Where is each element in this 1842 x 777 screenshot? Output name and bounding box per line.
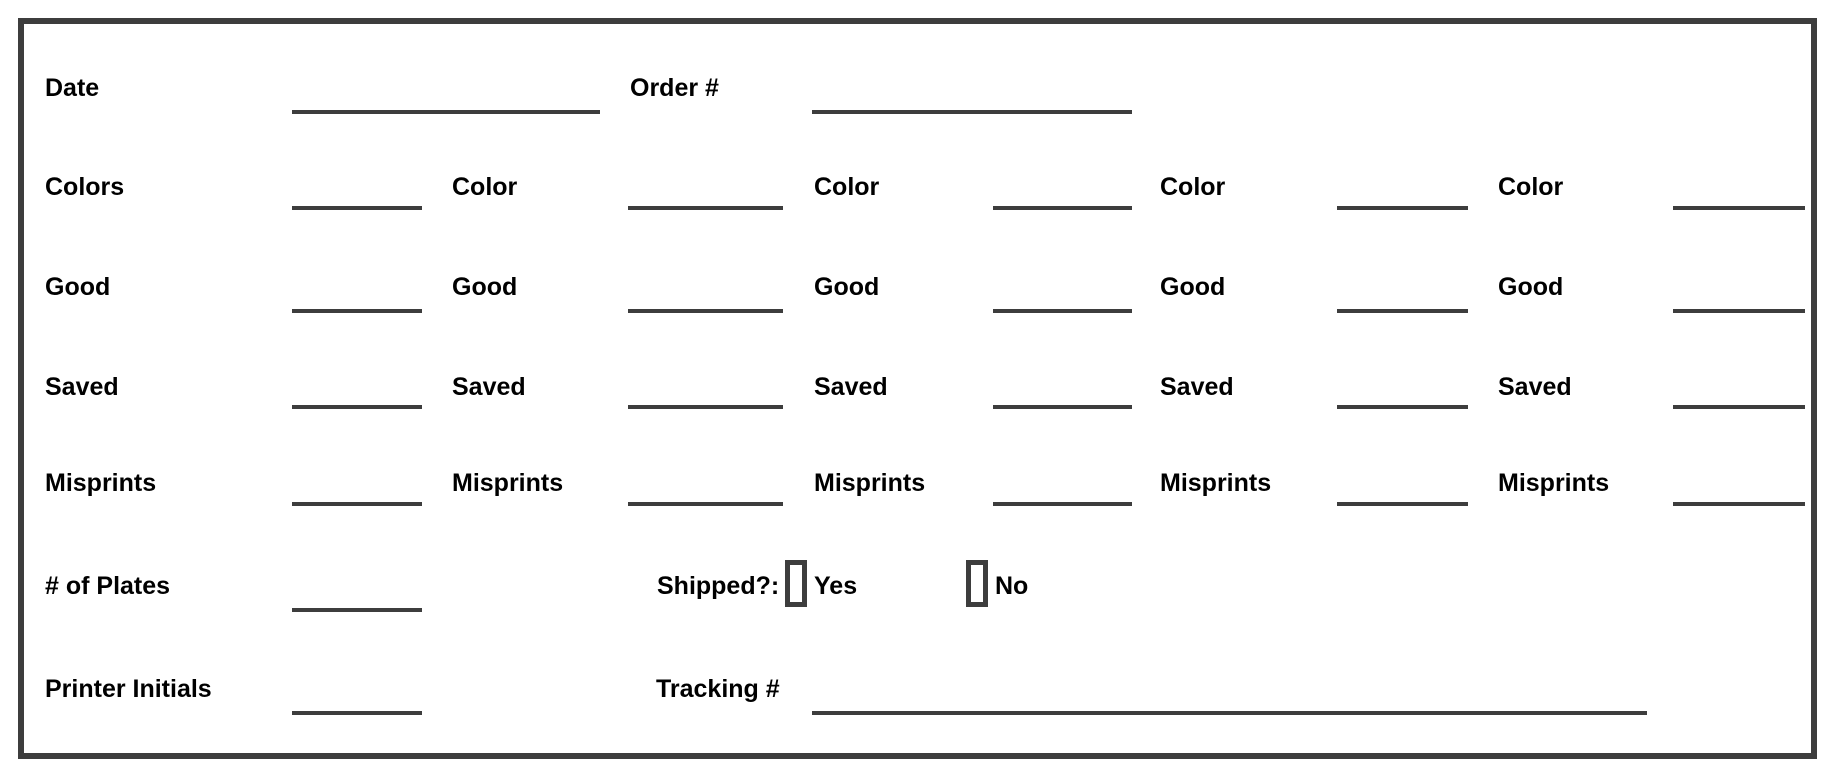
plates-field[interactable] <box>292 608 422 612</box>
misprints-label-3: Misprints <box>814 469 926 497</box>
good-label-5: Good <box>1498 273 1564 301</box>
saved-field-5[interactable] <box>1673 405 1805 409</box>
saved-label-3: Saved <box>814 373 888 401</box>
saved-field-3[interactable] <box>993 405 1132 409</box>
saved-label-1: Saved <box>45 373 119 401</box>
printer-initials-field[interactable] <box>292 711 422 715</box>
date-field[interactable] <box>292 110 600 114</box>
saved-field-1[interactable] <box>292 405 422 409</box>
good-label-1: Good <box>45 273 111 301</box>
misprints-field-4[interactable] <box>1337 502 1468 506</box>
saved-label-5: Saved <box>1498 373 1572 401</box>
print-order-form <box>18 18 1817 759</box>
color-field-4[interactable] <box>1337 206 1468 210</box>
saved-field-2[interactable] <box>628 405 783 409</box>
date-label: Date <box>45 74 100 102</box>
color-label-5: Color <box>1498 173 1564 201</box>
misprints-field-2[interactable] <box>628 502 783 506</box>
color-label-2: Color <box>452 173 518 201</box>
shipped-no-label: No <box>995 572 1029 600</box>
tracking-label: Tracking # <box>656 675 780 703</box>
color-label-4: Color <box>1160 173 1226 201</box>
color-label-3: Color <box>814 173 880 201</box>
shipped-label: Shipped?: <box>657 572 780 600</box>
color-field-5[interactable] <box>1673 206 1805 210</box>
misprints-field-5[interactable] <box>1673 502 1805 506</box>
good-field-4[interactable] <box>1337 309 1468 313</box>
shipped-yes-checkbox[interactable] <box>785 560 807 607</box>
color-field-2[interactable] <box>628 206 783 210</box>
misprints-field-3[interactable] <box>993 502 1132 506</box>
good-field-2[interactable] <box>628 309 783 313</box>
color-field-3[interactable] <box>993 206 1132 210</box>
tracking-field[interactable] <box>812 711 1647 715</box>
colors-label: Colors <box>45 173 125 201</box>
good-field-5[interactable] <box>1673 309 1805 313</box>
misprints-label-4: Misprints <box>1160 469 1272 497</box>
good-field-1[interactable] <box>292 309 422 313</box>
printer-initials-label: Printer Initials <box>45 675 212 703</box>
good-label-3: Good <box>814 273 880 301</box>
plates-label: # of Plates <box>45 572 171 600</box>
good-field-3[interactable] <box>993 309 1132 313</box>
misprints-label-5: Misprints <box>1498 469 1610 497</box>
misprints-label-1: Misprints <box>45 469 157 497</box>
shipped-no-checkbox[interactable] <box>966 560 988 607</box>
misprints-field-1[interactable] <box>292 502 422 506</box>
colors-field[interactable] <box>292 206 422 210</box>
good-label-2: Good <box>452 273 518 301</box>
order-number-field[interactable] <box>812 110 1132 114</box>
misprints-label-2: Misprints <box>452 469 564 497</box>
order-number-label: Order # <box>630 74 719 102</box>
saved-label-4: Saved <box>1160 373 1234 401</box>
saved-field-4[interactable] <box>1337 405 1468 409</box>
shipped-yes-label: Yes <box>814 572 858 600</box>
good-label-4: Good <box>1160 273 1226 301</box>
saved-label-2: Saved <box>452 373 526 401</box>
